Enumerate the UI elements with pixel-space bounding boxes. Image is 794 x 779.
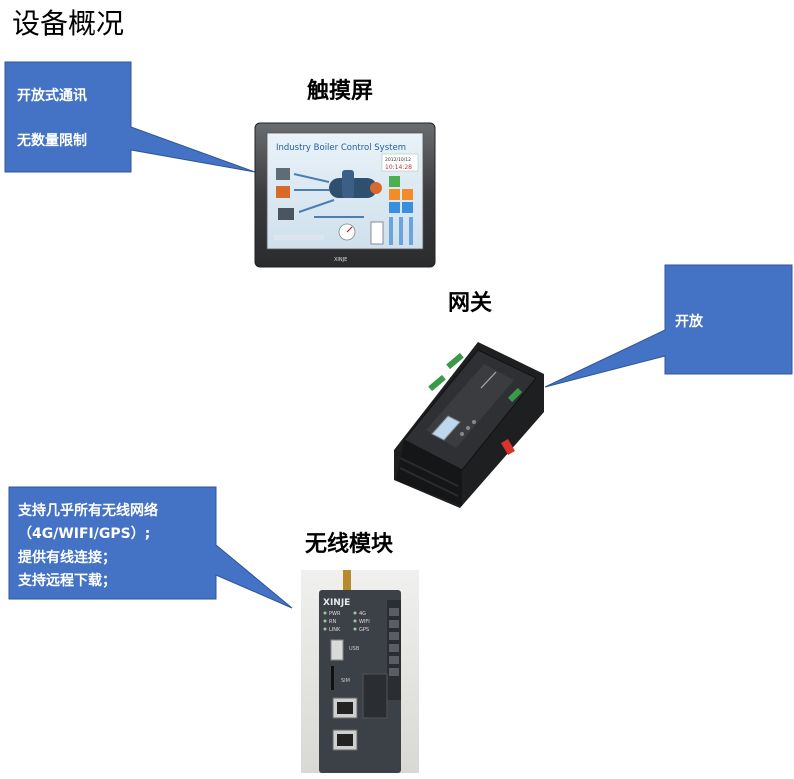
hmi-brand: XINJE [334,257,347,263]
gateway-title: 网关 [448,291,493,316]
wireless-led-wifi: WIFI [359,619,370,625]
wireless-led-pwr: PWR [329,611,341,617]
wireless-led-rn: RN [329,619,336,625]
callout-wireless-line4: 支持远程下载； [18,573,116,589]
callout-wireless-line3: 提供有线连接； [18,550,116,566]
page-title: 设备概况 [12,7,125,40]
gateway-image [394,342,544,508]
hmi-screen-title: Industry Boiler Control System [276,143,406,153]
callout-hmi-shape [4,61,256,173]
hmi-screen-time: 10:14:28 [385,164,412,171]
callout-hmi-line1: 开放式通讯 [17,88,87,104]
hmi-image: Industry Boiler Control System 2012/10/1… [254,122,436,268]
wireless-brand: XINJE [323,598,350,608]
callout-wireless-shape [8,486,293,609]
wireless-sim-label: SIM [341,678,350,684]
hmi-title: 触摸屏 [307,79,374,104]
hmi-screen-date: 2012/10/12 [385,157,411,163]
callout-hmi-line2: 无数量限制 [17,133,87,149]
wireless-usb-label: USB [349,646,360,652]
wireless-led-link: LINK [329,627,341,633]
wireless-title: 无线模块 [305,532,394,557]
callout-wireless-line1: 支持几乎所有无线网络 [18,503,158,519]
callout-gateway-line1: 开放 [675,314,703,330]
callout-wireless-line2: （4G/WIFI/GPS）; [18,526,151,542]
wireless-image: XINJE PWR RN LINK 4G WIFI GPS USB SIM [301,570,419,773]
wireless-led-gps: GPS [359,627,369,633]
callout-gateway-shape [544,264,793,388]
wireless-led-4g: 4G [359,611,366,617]
